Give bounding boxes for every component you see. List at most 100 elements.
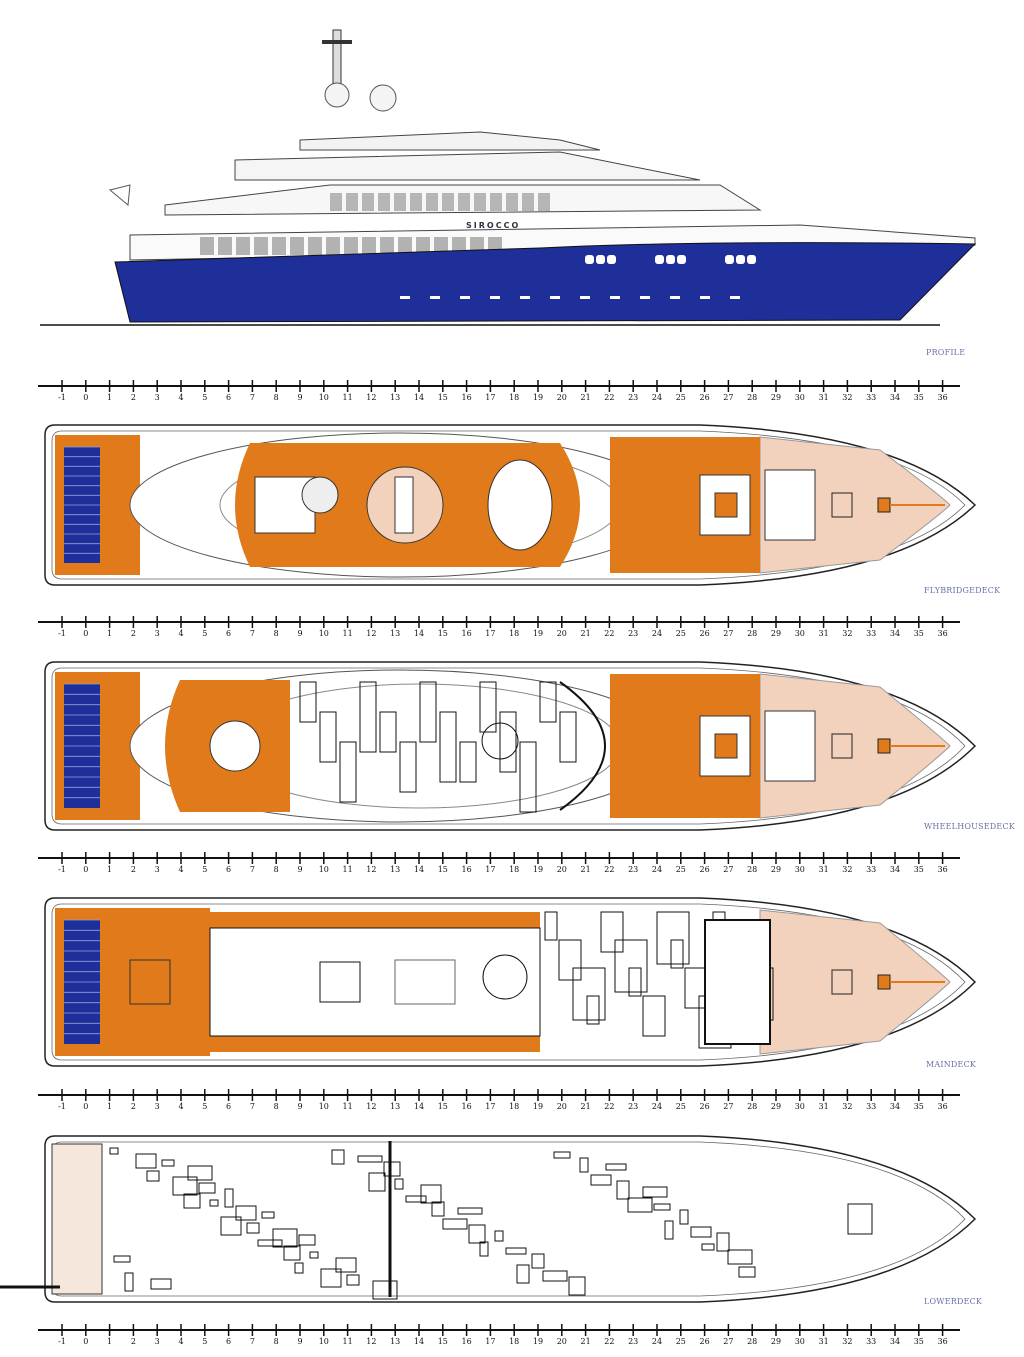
round-dining-table	[209, 720, 261, 772]
cabin-wall	[339, 741, 357, 803]
ruler-tick-label: 3	[155, 1102, 160, 1111]
ruler-tick-label: 10	[319, 865, 329, 874]
label-flybridge-deck: FLYBRIDGEDECK	[924, 586, 1001, 595]
ruler-tick-label: 23	[628, 1102, 638, 1111]
ruler-tick-label: 14	[414, 865, 424, 874]
ruler-tick-label: 15	[438, 865, 448, 874]
window	[416, 237, 430, 255]
window	[330, 193, 342, 211]
ruler-tick-label: 18	[509, 629, 519, 638]
ruler-tick-label: 19	[533, 629, 543, 638]
sunpad	[764, 710, 816, 782]
saloon	[209, 927, 541, 1037]
ruler-tick-label: 3	[155, 393, 160, 402]
window	[236, 237, 250, 255]
coffee-table	[714, 492, 738, 518]
hull-window	[490, 296, 500, 299]
jacuzzi	[301, 476, 339, 514]
window	[490, 193, 502, 211]
hull-window	[400, 296, 410, 299]
ruler-tick-label: 35	[914, 629, 924, 638]
window	[200, 237, 214, 255]
foredeck	[759, 909, 951, 1055]
ruler-tick-label: 28	[747, 393, 757, 402]
ruler-tick-label: 6	[226, 393, 231, 402]
cabin-wall	[559, 711, 577, 763]
ruler-tick-label: 7	[250, 1337, 255, 1346]
ruler-tick-label: 24	[652, 1337, 662, 1346]
hull	[114, 242, 977, 323]
flag	[108, 184, 131, 206]
ruler-tick-label: 10	[319, 393, 329, 402]
ruler-tick-label: 25	[676, 629, 686, 638]
window	[458, 193, 470, 211]
ruler-tick-label: 29	[771, 629, 781, 638]
ruler-tick-label: 3	[155, 1337, 160, 1346]
ruler-tick-label: 33	[866, 865, 876, 874]
cabin-wall	[299, 681, 317, 723]
ruler-tick-label: 23	[628, 393, 638, 402]
porthole	[747, 255, 756, 264]
ruler-tick-label: 9	[297, 1337, 302, 1346]
ruler-tick-label: 34	[890, 865, 900, 874]
anchor-hatch	[877, 738, 891, 754]
ruler-tick-label: 8	[274, 1337, 279, 1346]
label-lower-deck: LOWERDECK	[924, 1297, 983, 1306]
ruler-tick-label: 4	[178, 1337, 183, 1346]
ruler-tick-label: 11	[343, 1337, 353, 1346]
ruler-tick-label: 10	[319, 1337, 329, 1346]
ruler-tick-label: 22	[604, 393, 614, 402]
ruler-tick-label: 17	[485, 629, 495, 638]
machinery-room-detail	[346, 1274, 360, 1286]
window	[426, 193, 438, 211]
machinery-room-detail	[616, 1180, 630, 1200]
window	[218, 237, 232, 255]
ruler-tick-label: 5	[202, 1102, 207, 1111]
ruler-tick-label: 24	[652, 629, 662, 638]
porthole	[666, 255, 675, 264]
hull-window	[460, 296, 470, 299]
bar-counter	[394, 476, 414, 534]
ruler-tick-label: 35	[914, 393, 924, 402]
machinery-room-detail	[579, 1157, 589, 1173]
windlass	[831, 969, 853, 995]
ruler-tick-label: 4	[178, 629, 183, 638]
ruler-tick-label: 30	[795, 629, 805, 638]
ruler-tick-label: 24	[652, 1102, 662, 1111]
machinery-room-detail	[531, 1253, 545, 1269]
superstructure-main	[129, 224, 976, 261]
foredeck	[759, 673, 951, 819]
machinery-room-detail	[642, 1186, 668, 1198]
ruler-tick-label: 26	[700, 865, 710, 874]
ruler-tick-label: 20	[557, 1102, 567, 1111]
window	[308, 237, 322, 255]
ruler-tick-label: 8	[274, 865, 279, 874]
machinery-room-detail	[605, 1163, 627, 1171]
machinery-room-detail	[187, 1165, 213, 1181]
ruler-tick-label: 12	[366, 629, 376, 638]
ruler-tick-label: 32	[842, 1337, 852, 1346]
cabin-wall	[499, 711, 517, 773]
cabin-wall	[519, 741, 537, 813]
ruler-tick-label: 36	[938, 393, 948, 402]
machinery-room-detail	[272, 1228, 298, 1248]
machinery-room-detail	[383, 1161, 401, 1177]
hull-window	[610, 296, 620, 299]
ruler-tick-label: 18	[509, 393, 519, 402]
ruler-tick-label: 21	[581, 1337, 591, 1346]
machinery-room-detail	[468, 1224, 486, 1244]
ruler-tick-label: 29	[771, 865, 781, 874]
ruler-tick-label: 21	[581, 629, 591, 638]
ruler-tick-label: -1	[58, 865, 66, 874]
lounge-circle	[487, 459, 553, 551]
ruler-tick-label: 28	[747, 1337, 757, 1346]
profile-view	[40, 29, 977, 326]
ruler-tick-label: 2	[131, 1337, 136, 1346]
ruler-tick-label: 15	[438, 393, 448, 402]
ruler-tick-label: 30	[795, 393, 805, 402]
ruler-tick-label: 12	[366, 1102, 376, 1111]
radome	[324, 82, 350, 108]
ruler-tick-label: 27	[723, 865, 733, 874]
